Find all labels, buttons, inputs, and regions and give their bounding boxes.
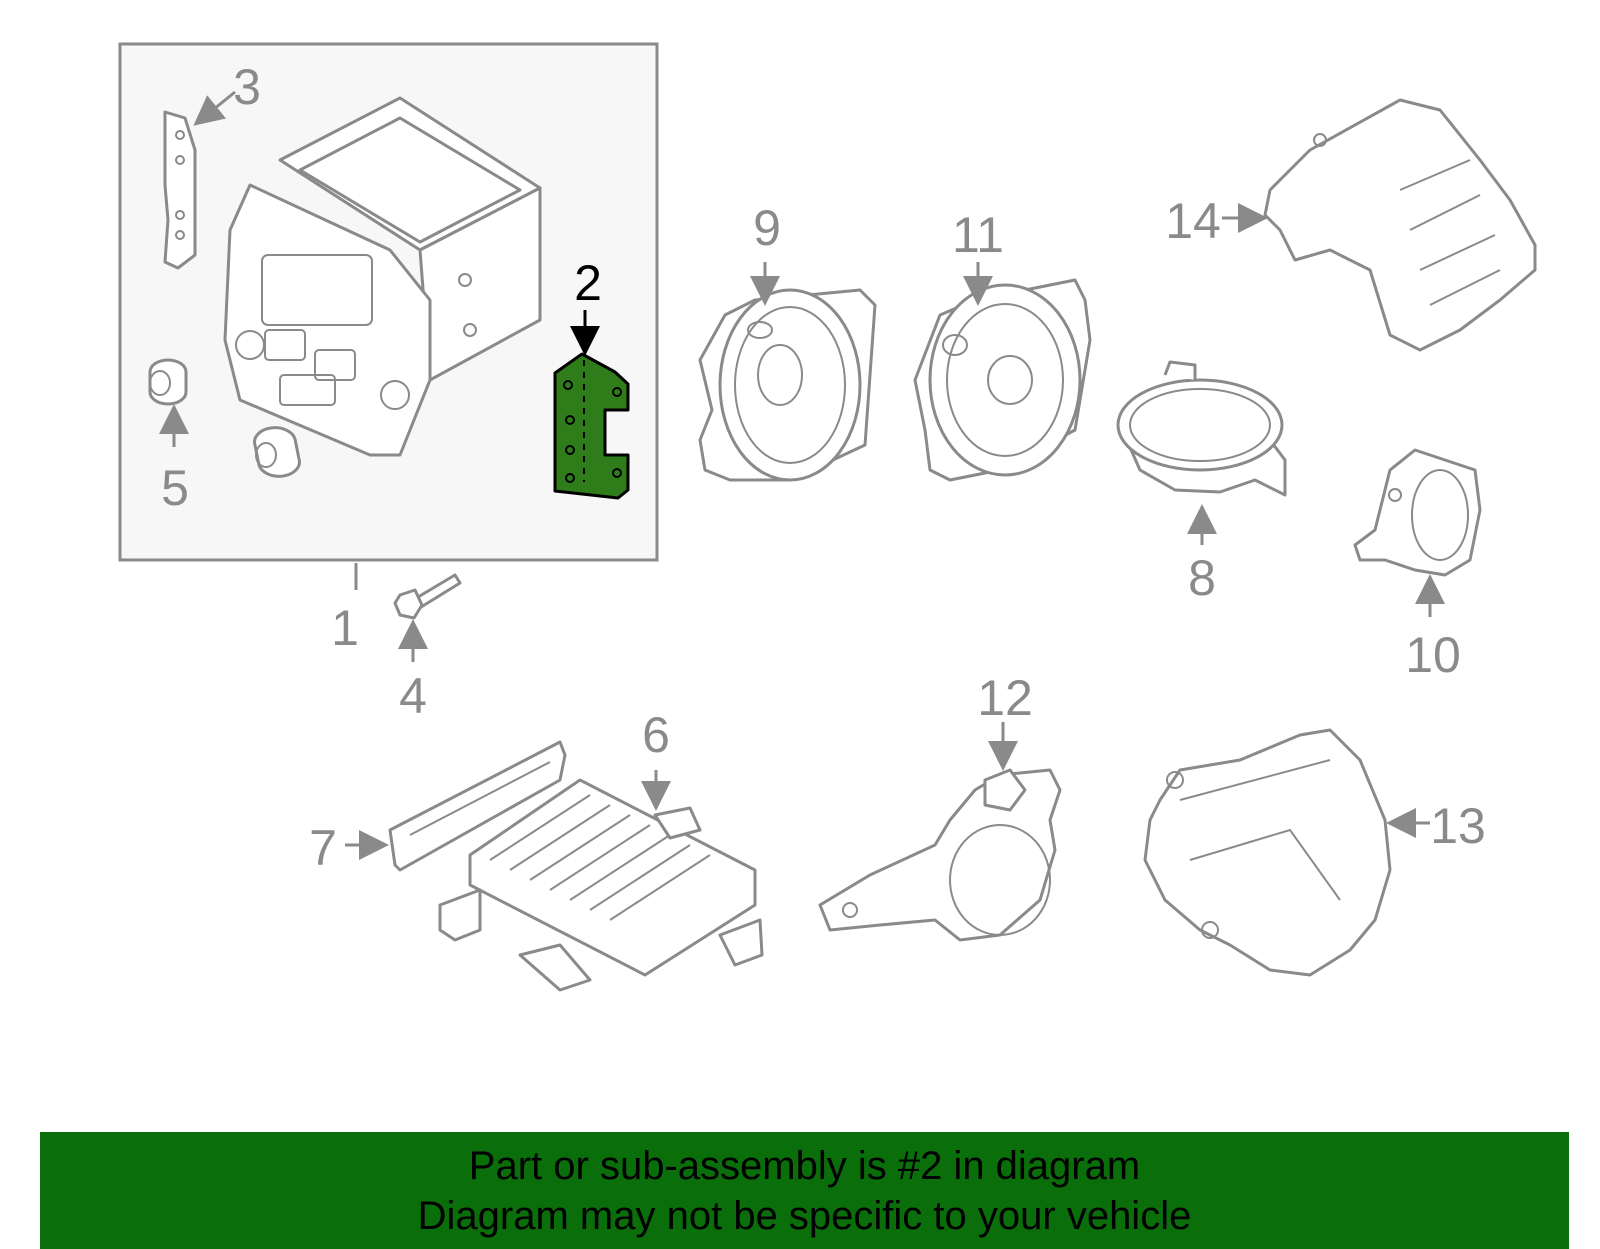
bracket-3-drawing	[163, 110, 197, 270]
speaker-9-drawing	[698, 288, 877, 482]
bracket-10-drawing	[1353, 448, 1482, 577]
callout-14: 14	[1165, 193, 1221, 249]
info-banner: Part or sub-assembly is #2 in diagram Di…	[40, 1132, 1569, 1249]
banner-line-disclaimer: Diagram may not be specific to your vehi…	[417, 1193, 1192, 1238]
callout-4: 4	[399, 668, 427, 724]
callout-1: 1	[331, 600, 359, 656]
amplifier-6-drawing	[438, 778, 764, 992]
speaker-8-drawing	[1116, 360, 1287, 497]
callout-10: 10	[1405, 627, 1461, 683]
callout-6: 6	[642, 707, 670, 763]
callout-13: 13	[1430, 798, 1486, 854]
part-2-shape	[553, 352, 630, 500]
callout-9: 9	[753, 200, 781, 256]
callout-12: 12	[977, 670, 1033, 726]
callout-8: 8	[1188, 550, 1216, 606]
bolt-4-drawing	[393, 573, 462, 620]
callout-7: 7	[309, 820, 337, 876]
callout-3: 3	[233, 59, 261, 115]
bracket-12-drawing	[818, 768, 1062, 942]
housing-13-drawing	[1143, 728, 1392, 977]
speaker-11-drawing	[913, 278, 1092, 482]
callout-11: 11	[952, 207, 1004, 263]
bracket-2-highlighted	[553, 352, 630, 500]
banner-line-part: Part or sub-assembly is #2 in diagram	[468, 1143, 1141, 1188]
bracket-7-drawing	[388, 740, 567, 872]
cap-5-drawing	[148, 358, 301, 478]
head-unit-drawing	[223, 96, 542, 457]
callout-5: 5	[161, 460, 189, 516]
parts-diagram: 1 2 3 4 5 6 7 8 9 10 11 12 13 14	[118, 42, 1537, 992]
bracket-14-drawing	[1263, 98, 1537, 352]
leader-3	[193, 90, 236, 126]
callout-2: 2	[574, 255, 602, 311]
